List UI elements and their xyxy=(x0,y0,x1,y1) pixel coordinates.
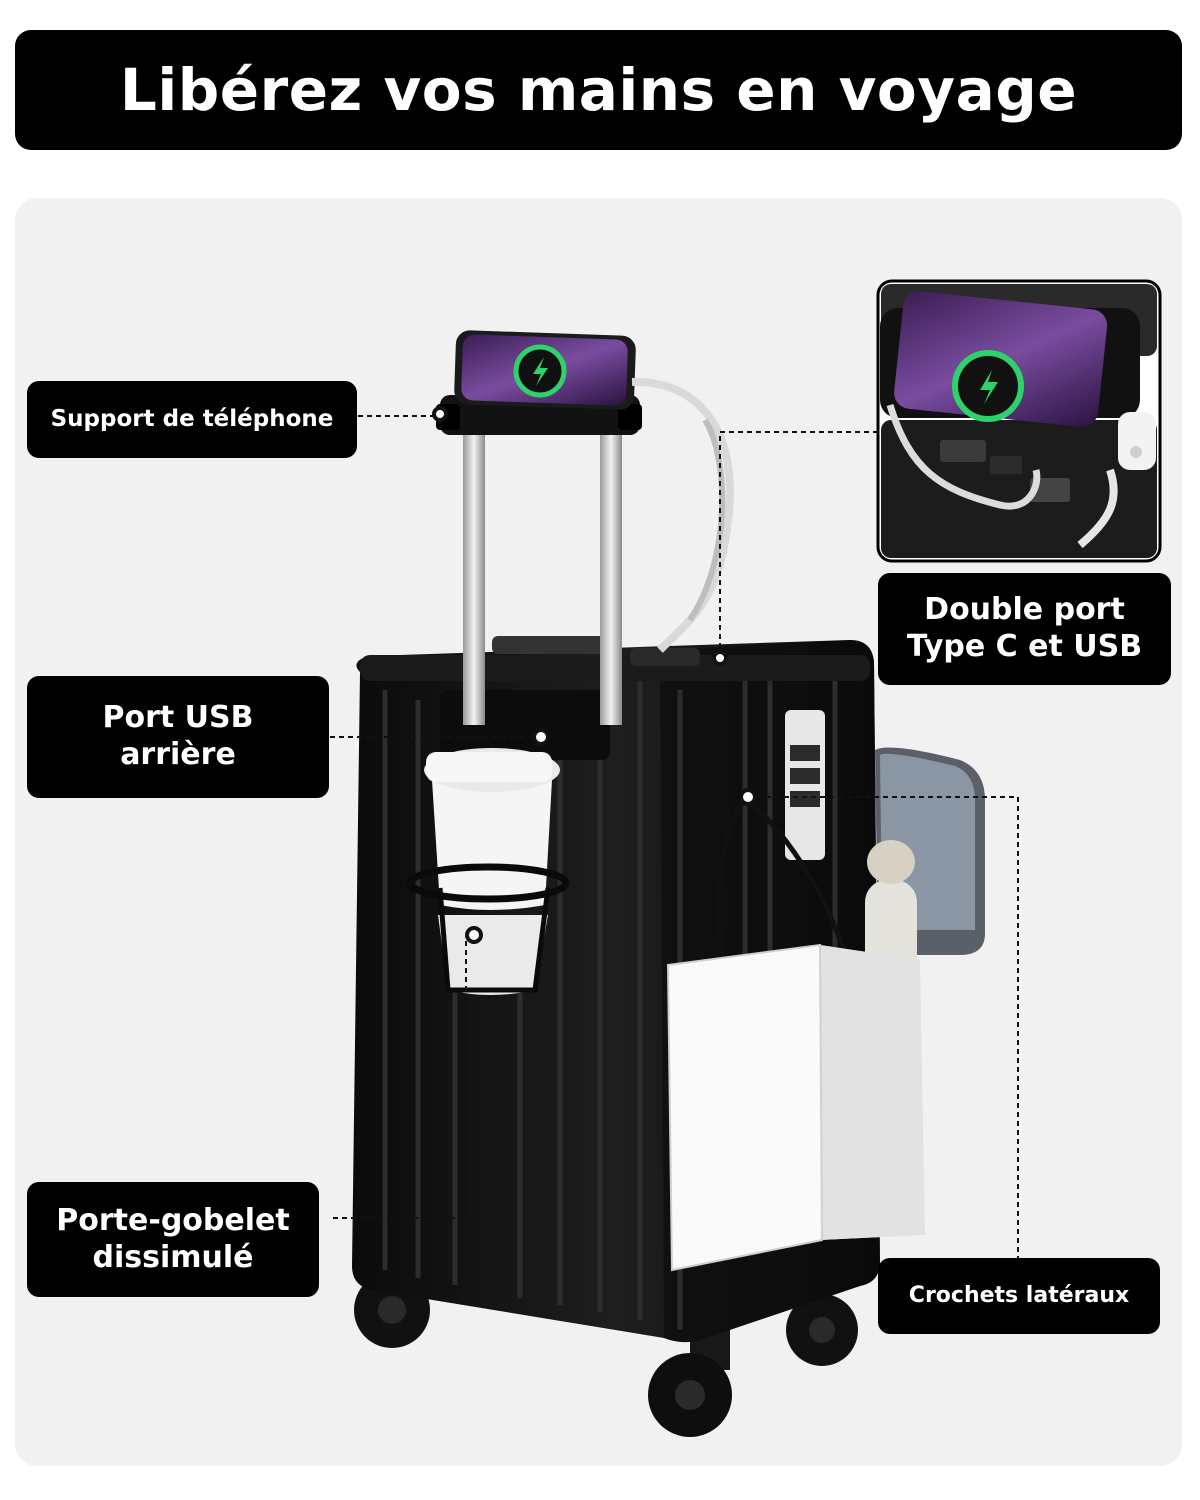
callout-leaders xyxy=(330,415,1019,1258)
callout-rear-usb-text: Port USB arrière xyxy=(102,700,254,772)
callout-side-hooks-text: Crochets latéraux xyxy=(908,1282,1130,1308)
phone xyxy=(454,330,636,410)
callout-dual-port-text: Double port Type C et USB xyxy=(906,592,1143,664)
charging-cable xyxy=(631,377,734,653)
callout-dots xyxy=(432,406,757,944)
callout-side-hooks: Crochets latéraux xyxy=(878,1258,1160,1334)
wheels xyxy=(354,1272,858,1437)
page-title: Libérez vos mains en voyage xyxy=(119,56,1078,124)
callout-dual-port: Double port Type C et USB xyxy=(878,573,1171,685)
callout-phone-holder: Support de téléphone xyxy=(27,381,357,458)
callout-cup-holder-text: Porte-gobelet dissimulé xyxy=(56,1202,290,1275)
callout-phone-holder-text: Support de téléphone xyxy=(50,406,334,433)
telescopic-handle xyxy=(436,395,642,725)
shopping-bag xyxy=(666,797,925,1272)
callout-rear-usb: Port USB arrière xyxy=(27,676,329,798)
cup-holder xyxy=(406,748,570,995)
callout-cup-holder: Porte-gobelet dissimulé xyxy=(27,1182,319,1297)
title-banner: Libérez vos mains en voyage xyxy=(15,30,1182,150)
usb-closeup-inset xyxy=(876,279,1162,563)
charging-bolt-icon xyxy=(533,357,548,386)
